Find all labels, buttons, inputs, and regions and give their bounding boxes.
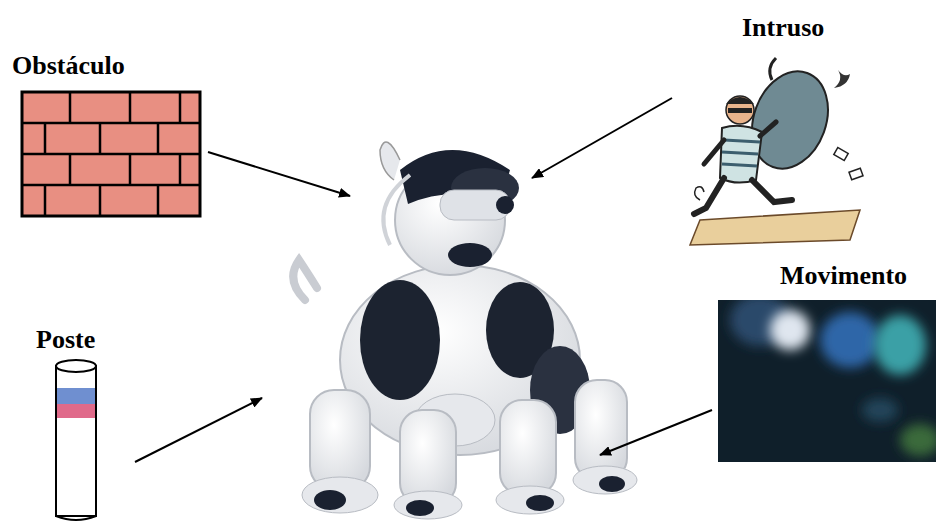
pole-icon — [56, 360, 96, 520]
intruder-figure — [690, 58, 863, 245]
icon-label: Poste — [36, 326, 95, 355]
brick-wall — [22, 92, 200, 216]
pointer-arrows — [135, 98, 712, 462]
movement-photo — [718, 300, 936, 462]
robot-dog — [293, 142, 637, 519]
icon-label: Intruso — [742, 14, 824, 43]
icon-label: Obstáculo — [12, 52, 125, 81]
icon-label: Movimento — [780, 262, 907, 291]
